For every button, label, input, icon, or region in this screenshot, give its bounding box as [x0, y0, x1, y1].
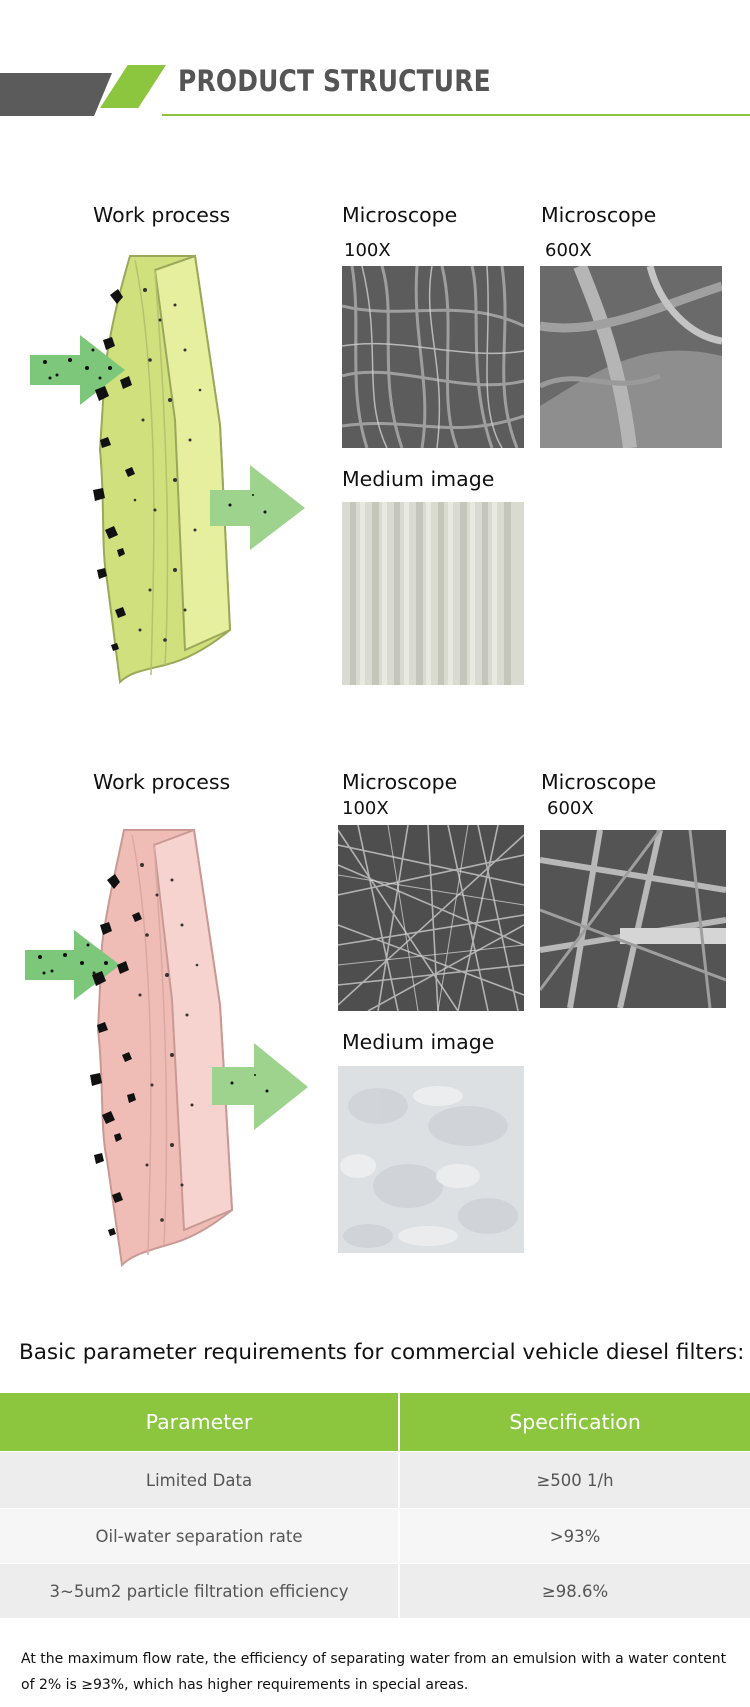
page-title: PRODUCT STRUCTURE: [178, 64, 491, 98]
parameter-cell: Oil-water separation rate: [0, 1509, 398, 1563]
parameter-table: Parameter Specification Limited Data ≥50…: [0, 1393, 750, 1618]
magnification-100x: 100X: [342, 798, 389, 819]
microscope-600x-label: Microscope: [541, 203, 657, 227]
medium-image-nonwoven: [338, 1066, 524, 1253]
column-header-parameter: Parameter: [0, 1393, 398, 1451]
filter-illustration-yellow: [30, 254, 305, 685]
header-green-slash: [100, 65, 166, 108]
filter-illustration-pink: [25, 828, 308, 1268]
micrograph-100x: [342, 266, 524, 448]
microscope-600x-label: Microscope: [541, 770, 657, 794]
medium-image-pleated: [342, 502, 524, 685]
parameter-cell: Limited Data: [0, 1452, 398, 1508]
microscope-100x-label: Microscope: [342, 770, 458, 794]
table-row: Oil-water separation rate >93%: [0, 1508, 750, 1563]
micrograph-600x: [540, 830, 726, 1008]
specification-cell: >93%: [398, 1509, 750, 1563]
parameter-cell: 3~5um2 particle filtration efficiency: [0, 1564, 398, 1618]
magnification-100x: 100X: [344, 240, 391, 261]
work-process-label: Work process: [93, 770, 231, 794]
table-row: Limited Data ≥500 1/h: [0, 1451, 750, 1508]
micrograph-100x: [338, 825, 524, 1011]
magnification-600x: 600X: [547, 798, 594, 819]
magnification-600x: 600X: [545, 240, 592, 261]
header-underline: [162, 114, 750, 116]
header-gray-bar: [0, 73, 112, 116]
table-row: 3~5um2 particle filtration efficiency ≥9…: [0, 1563, 750, 1618]
specification-cell: ≥98.6%: [398, 1564, 750, 1618]
specification-cell: ≥500 1/h: [398, 1452, 750, 1508]
microscope-100x-label: Microscope: [342, 203, 458, 227]
table-header-row: Parameter Specification: [0, 1393, 750, 1451]
footnote-text: At the maximum flow rate, the efficiency…: [21, 1651, 727, 1693]
column-header-specification: Specification: [398, 1393, 750, 1451]
micrograph-600x: [540, 266, 722, 448]
work-process-label: Work process: [93, 203, 231, 227]
parameters-heading: Basic parameter requirements for commerc…: [19, 1340, 745, 1365]
medium-image-label: Medium image: [342, 1030, 495, 1054]
medium-image-label: Medium image: [342, 467, 495, 491]
